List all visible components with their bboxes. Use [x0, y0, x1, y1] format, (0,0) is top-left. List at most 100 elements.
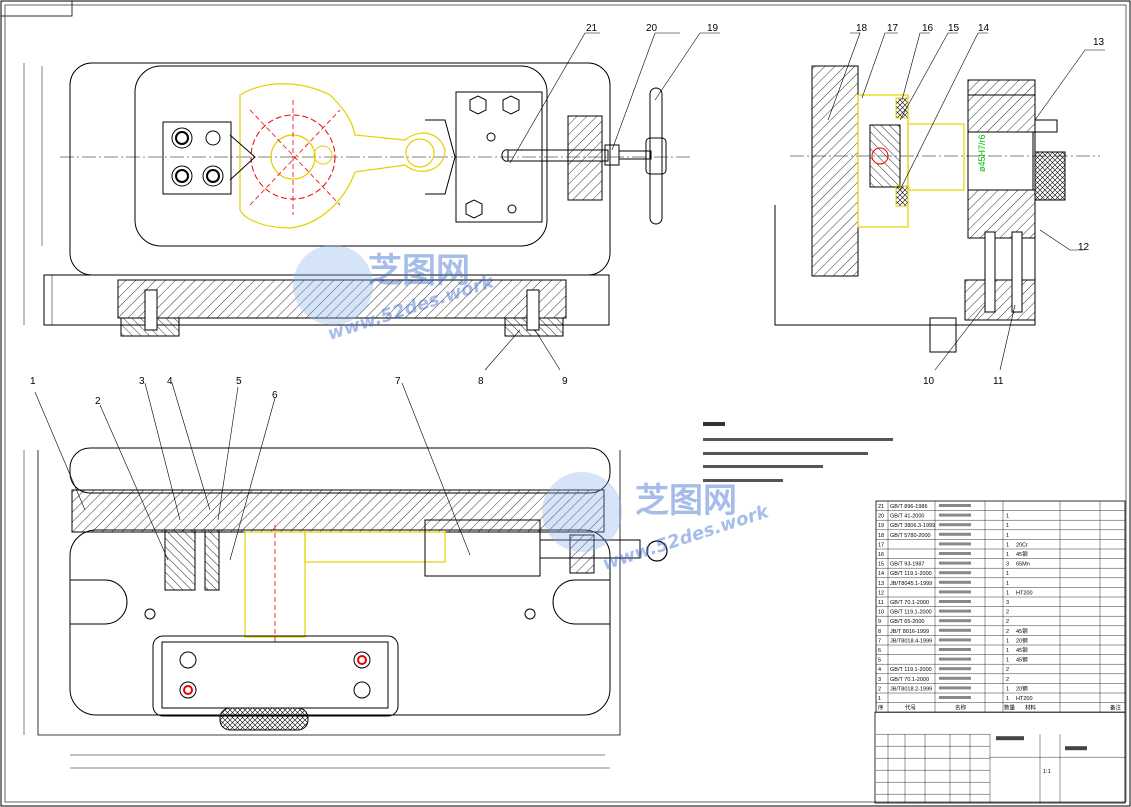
knurled-nut — [1034, 151, 1066, 201]
front-view — [23, 447, 668, 769]
slot-left — [70, 579, 128, 625]
base-plate-outline — [69, 62, 611, 276]
bom-row-qty: 2 — [1006, 610, 1009, 616]
bom-row-std: JB/T8045.1-1999 — [890, 581, 932, 587]
bom-row-std: GB/T 896-1986 — [890, 504, 928, 510]
handle-shaft — [618, 150, 652, 160]
bom-row-no: 9 — [878, 619, 881, 625]
notes-line — [703, 452, 868, 455]
screw-section — [1011, 231, 1023, 313]
bom-row-mat: HT200 — [1016, 696, 1033, 702]
balloon-2: 2 — [95, 396, 101, 407]
bom-row-std: GB/T 119.1-2000 — [890, 667, 932, 673]
v-block — [229, 134, 256, 181]
bom-row-qty: 1 — [1006, 514, 1009, 520]
bom-row-no: 1 — [878, 696, 881, 702]
bom-row-std: JB/T8018.4-1999 — [890, 638, 932, 644]
bom-row-name-placeholder — [939, 552, 971, 555]
watermark-cn: 芝图网 — [635, 481, 737, 521]
bom-row-qty: 1 — [1006, 542, 1009, 548]
bom-row-no: 15 — [878, 562, 884, 568]
balloon-12: 12 — [1078, 242, 1090, 253]
bom-row-qty: 1 — [1006, 686, 1009, 692]
bom-row-qty: 1 — [1006, 638, 1009, 644]
bolt-head — [353, 651, 371, 669]
hex-nut — [465, 199, 483, 219]
pin-hole — [205, 130, 221, 146]
hex-nut — [502, 95, 520, 115]
bolt-head — [175, 169, 189, 183]
locator-block — [162, 121, 232, 195]
bom-row-qty: 1 — [1006, 658, 1009, 664]
side-body-hatched — [811, 65, 859, 277]
pin-hole — [524, 608, 536, 620]
bom-row-qty: 1 — [1006, 696, 1009, 702]
bom-row-name-placeholder — [939, 561, 971, 565]
handwheel-front — [569, 534, 595, 574]
scale-value: 1:1 — [1043, 769, 1051, 775]
bom-header-cell: 数量 — [1004, 704, 1016, 712]
balloon-9: 9 — [562, 376, 568, 387]
balloon-4: 4 — [167, 376, 173, 387]
star-handle-bar — [649, 87, 663, 225]
bom-row-no: 11 — [878, 600, 884, 606]
bom-row-no: 21 — [878, 504, 884, 510]
bom-header-cell: 序 — [878, 704, 884, 712]
bom-row-name-placeholder — [939, 513, 971, 517]
bom-row-name-placeholder — [939, 628, 971, 632]
bom-row-name-placeholder — [939, 542, 971, 546]
star-handle-hub — [645, 137, 667, 175]
watermark-globe — [293, 245, 373, 325]
bolt-pocket — [164, 529, 196, 591]
bom-row-name-placeholder — [939, 523, 971, 527]
bolt-head — [179, 651, 197, 669]
bom-row-mat: 20钢 — [1016, 684, 1028, 692]
title-placeholder — [996, 736, 1024, 741]
bom-row-mat: 45钢 — [1016, 550, 1028, 558]
shaft-bore — [967, 131, 1034, 191]
balloon-1: 1 — [30, 376, 36, 387]
bom-row-name-placeholder — [939, 590, 971, 594]
bom-row-qty: 2 — [1006, 677, 1009, 683]
knurled-knob — [219, 707, 309, 731]
bom-row-no: 3 — [878, 677, 881, 683]
bom-row-name-placeholder — [939, 667, 971, 671]
balloon-16: 16 — [922, 23, 934, 34]
washer — [895, 185, 909, 207]
balloon-15: 15 — [948, 23, 960, 34]
bom-row-no: 16 — [878, 552, 884, 558]
notes-line — [703, 479, 783, 482]
bom-row-mat: 45钢 — [1016, 627, 1028, 635]
bom-row-qty: 1 — [1006, 590, 1009, 596]
bom-row-no: 20 — [878, 514, 884, 520]
pin-hole — [144, 608, 156, 620]
slot-right — [552, 579, 610, 625]
balloon-8: 8 — [478, 376, 484, 387]
top-view — [23, 62, 690, 337]
bom-row-qty: 1 — [1006, 533, 1009, 539]
bom-row-mat: 20钢 — [1016, 636, 1028, 644]
balloon-13: 13 — [1093, 37, 1105, 48]
balloon-19: 19 — [707, 23, 719, 34]
notes-line — [703, 438, 893, 441]
bom-row-std: JB/T 8016-1999 — [890, 629, 929, 635]
bom-row-no: 17 — [878, 542, 884, 548]
bom-row-mat: HT200 — [1016, 590, 1033, 596]
lower-clamp-block — [152, 635, 399, 717]
bom-row-std: GB/T 41-2000 — [890, 514, 924, 520]
sheet-inner-frame — [4, 4, 1127, 803]
front-base — [69, 529, 611, 716]
bom-row-no: 8 — [878, 629, 881, 635]
bom-row-std: GB/T 70.1-2000 — [890, 677, 929, 683]
bom-row-qty: 1 — [1006, 648, 1009, 654]
workpiece-small-bore — [405, 138, 435, 168]
bom-row-std: JB/T8018.2-1999 — [890, 686, 932, 692]
bom-row-name-placeholder — [939, 600, 971, 603]
bom-row-std: GB/T 65-2000 — [890, 619, 924, 625]
collar-nut — [604, 144, 620, 166]
bom-row-no: 2 — [878, 686, 881, 692]
bom-row-name-placeholder — [939, 657, 971, 661]
bom-row-no: 13 — [878, 581, 884, 587]
bom-row-no: 4 — [878, 667, 881, 673]
